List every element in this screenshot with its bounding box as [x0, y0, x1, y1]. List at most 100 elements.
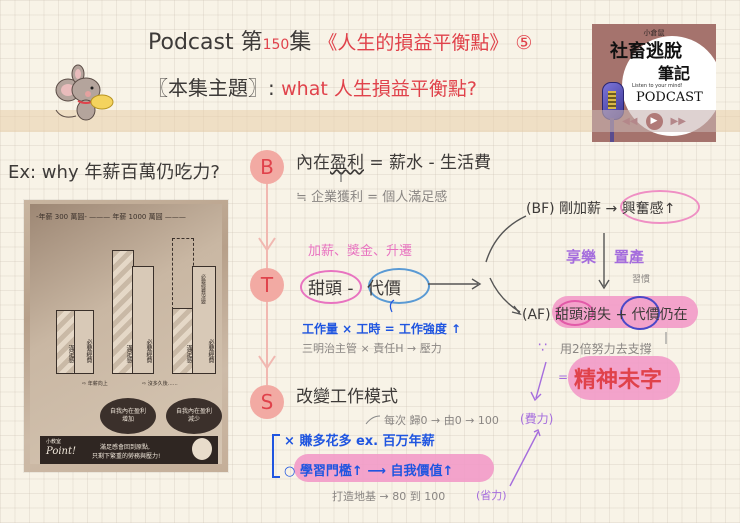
bf-circled: 興奮感: [621, 201, 664, 217]
s-note-bottom-tag: (省力): [476, 489, 507, 502]
bracket: [272, 434, 280, 478]
episode-title: Podcast 第150集 《人生的損益平衡點》 ⑤: [148, 24, 532, 56]
good-highlight: [294, 454, 494, 482]
title-prefix: Podcast 第: [148, 30, 263, 55]
book-photo: -年薪 300 萬圓- ——— 年薪 1000 萬圓 ——— 滿足感 必要經費 …: [24, 200, 228, 472]
before-branch: (BF) 剛加薪 → 興奮感↑: [526, 198, 675, 218]
af-tag: (AF): [522, 307, 551, 323]
node-letter: T: [260, 273, 274, 297]
bar-expense-3: 必要經費: [192, 266, 216, 374]
bar-expense-2: 必要經費: [132, 266, 154, 374]
photo-header: -年薪 300 萬圓- ——— 年薪 1000 萬圓 ———: [36, 212, 186, 222]
salary-1000-label: ——— 年薪 1000 萬圓 ———: [89, 213, 186, 221]
book-page: -年薪 300 萬圓- ——— 年薪 1000 萬圓 ——— 滿足感 必要經費 …: [30, 204, 222, 464]
enjoy-label: 享樂: [566, 248, 597, 266]
rewind-icon[interactable]: ◀◀: [622, 115, 638, 127]
play-glyph: ▶: [650, 116, 658, 126]
bf-arrow: ↑: [663, 201, 676, 217]
topic-text: what 人生損益平衡點?: [281, 78, 477, 100]
paper-band: [0, 110, 740, 132]
property-label: 置產: [614, 248, 645, 266]
bad-option: × 賺多花多 ex. 百万年薪: [284, 430, 435, 449]
equals-mark: =: [558, 370, 569, 384]
node-s: S: [250, 385, 284, 419]
support-note: 用2倍努力去支撐: [560, 342, 652, 356]
burst-line2: 減少: [187, 416, 200, 423]
point-label: Point!: [46, 446, 77, 457]
episode-topic: 〖本集主題〗: what 人生損益平衡點?: [148, 72, 477, 101]
bf-tag: (BF): [526, 201, 555, 217]
work-intensity-formula: 工作量 × 工時 = 工作強度 ↑: [302, 322, 462, 336]
bar-satisfaction-2: 滿足感: [112, 250, 134, 374]
expense-unchanged-label: 必要經費沒變: [200, 274, 206, 304]
habit-label: 習慣: [632, 275, 651, 285]
node-letter: S: [260, 390, 274, 414]
cover-brand: 小倉鼠: [643, 29, 665, 37]
burst-line1: 自我內在盈利: [109, 407, 146, 415]
therefore-mark: ∵: [538, 340, 547, 356]
good-arrow: ⟶: [367, 464, 386, 479]
cover-title-line1: 社畜逃脫: [610, 41, 682, 62]
bar-label: 滿足感: [125, 345, 132, 363]
fast-forward-icon[interactable]: ▶▶: [670, 115, 686, 127]
pressure-note: 三明治主管 × 責任H → 壓力: [302, 342, 442, 355]
cover-podcast-label: PODCAST: [636, 90, 703, 105]
burst-decrease: 自我內在盈利 減少: [166, 398, 222, 434]
bar-label: 必要經費: [207, 339, 214, 363]
point-banner: 小教室 Point! 滿足感會回到原點, 只剩下繁重的勞務與壓力!: [40, 436, 218, 464]
point-text-1: 滿足感會回到原點,: [100, 444, 150, 451]
good-option: ○ 學習門檻↑ ⟶ 自我價值↑: [284, 460, 453, 479]
podcast-cover-art: 小倉鼠 社畜逃脫 筆記 Listen to your mind! PODCAST…: [592, 24, 716, 142]
arrow-caption-2-text: 沒多久後……: [147, 381, 178, 387]
node-t: T: [250, 268, 284, 302]
s-note-top: 每次 歸0 → 由0 → 100: [384, 414, 499, 427]
af-cost-circle: [620, 296, 660, 330]
formula-prefix: 內在: [296, 153, 330, 173]
topic-label: 〖本集主題〗:: [148, 76, 275, 100]
af-text1: 消失 +: [583, 307, 632, 323]
result-highlight: [568, 356, 680, 400]
bad-mark: ×: [284, 434, 295, 449]
good-text-1: 學習門檻↑: [299, 464, 363, 479]
part-number: ⑤: [515, 32, 533, 54]
title-suffix: 集: [289, 30, 312, 55]
good-text-2: 自我價值↑: [390, 464, 454, 479]
arrow-caption-2: ⇨ 沒多久後……: [142, 381, 178, 387]
bar-expense-1: 必要經費: [74, 310, 94, 374]
inner-profit-formula: 內在盈利 = 薪水 - 生活費: [296, 148, 491, 173]
cost-text: 代價: [366, 279, 401, 299]
formula-term: 盈利: [330, 153, 364, 173]
af-sweet-circle: [556, 300, 594, 326]
bar-label: 滿足感: [67, 345, 74, 363]
play-icon[interactable]: ▶: [645, 112, 663, 130]
cover-title-line2: 筆記: [658, 64, 691, 83]
bar-ghost: [172, 238, 194, 310]
bar-satisfaction-1: 滿足感: [56, 310, 76, 374]
section-s-title: 改變工作模式: [296, 387, 398, 407]
point-text-2: 只剩下繁重的勞務與壓力!: [92, 453, 161, 460]
good-mark: ○: [284, 464, 296, 479]
af-text2: 仍在: [659, 307, 688, 323]
s-note-top-tag: (費力): [520, 412, 554, 426]
formula-rest: = 薪水 - 生活費: [364, 153, 491, 173]
excitement-circle: [620, 190, 700, 224]
cover-tagline: Listen to your mind!: [632, 83, 683, 89]
burst-increase: 自我內在盈利 增加: [100, 398, 156, 434]
sweet-text: 甜頭: [308, 279, 342, 299]
salary-300-label: -年薪 300 萬圓-: [36, 213, 87, 221]
af-cost: 代價: [631, 307, 660, 323]
bar-satisfaction-3: 滿足感: [172, 308, 194, 374]
burst-line1: 自我內在盈利: [175, 407, 212, 415]
after-branch: (AF) 甜頭消失 + 代價仍在: [522, 304, 688, 324]
author-face-icon: [192, 438, 212, 460]
episode-name: 《人生的損益平衡點》: [318, 32, 509, 54]
player-controls: ◀◀ ▶ ▶▶: [592, 110, 716, 132]
arrow-caption-1-text: 年薪向上: [87, 381, 108, 387]
episode-number: 150: [262, 37, 290, 53]
bar-label: 必要經費: [85, 339, 92, 363]
result-text: 精神未字: [574, 368, 663, 393]
cost-circle: [368, 268, 430, 304]
s-note-bottom: 打造地基 → 80 到 100: [332, 490, 446, 503]
sweet-circle: [300, 270, 362, 304]
bar-label: 必要經費: [145, 339, 152, 363]
